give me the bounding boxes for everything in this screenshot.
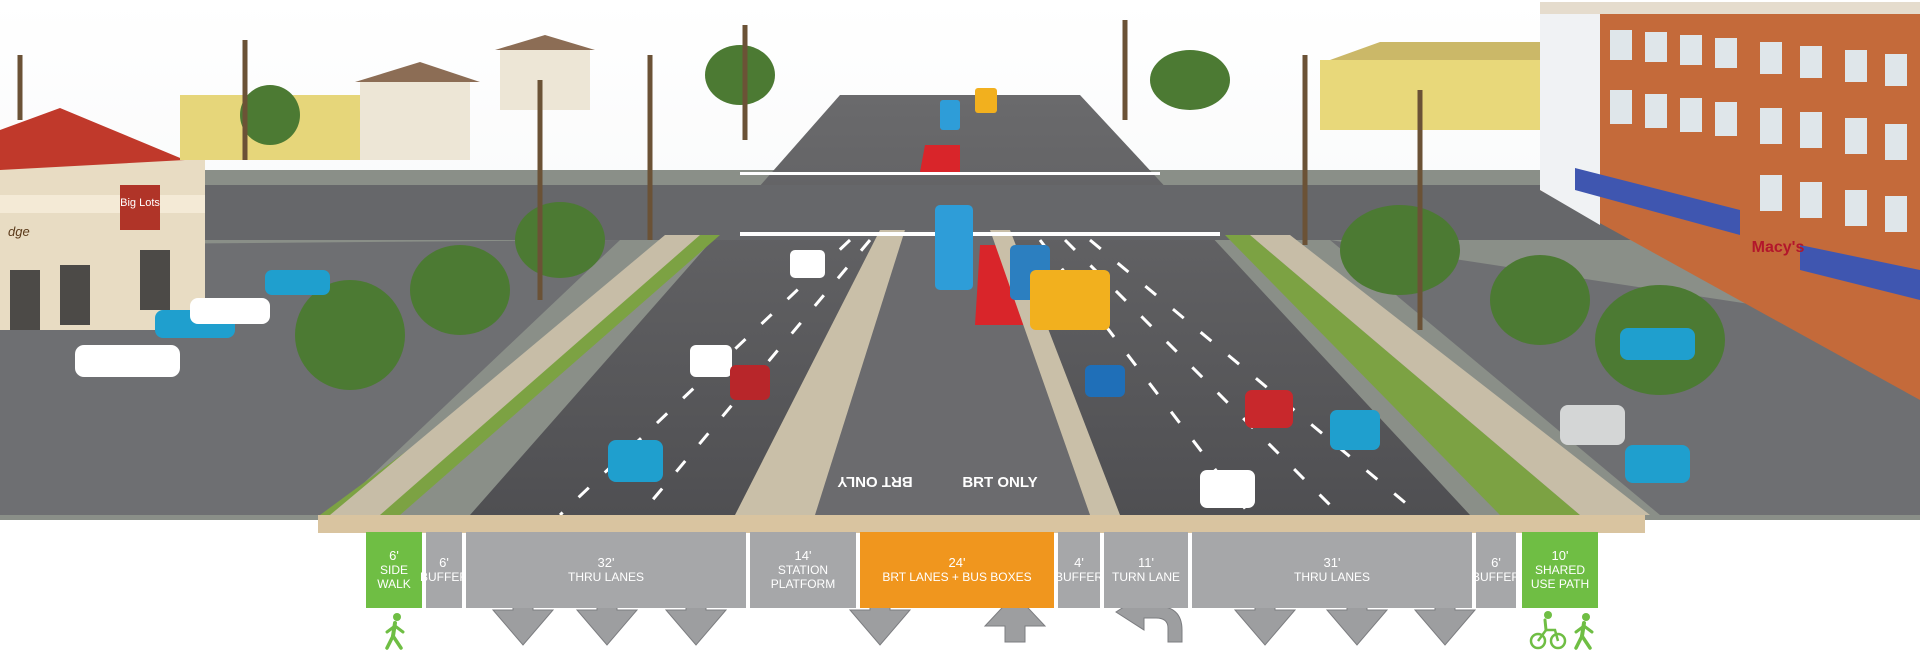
left-storefront: [0, 108, 205, 330]
segment-sidewalk: 6'SIDE WALK: [366, 532, 422, 608]
right-sidewalk: [1250, 235, 1650, 515]
brt-lane-surface: [815, 230, 1090, 515]
pedestrian-icon: [1574, 613, 1594, 650]
segment-buffer-left: 6'BUFFER: [420, 532, 468, 608]
segment-label: STATION PLATFORM: [770, 563, 836, 591]
up-arrow-icon: [983, 593, 1047, 643]
segment-thru-lanes-right: 31'THRU LANES: [1192, 532, 1472, 608]
crosswalk: [740, 172, 1220, 236]
center-buffer-surface: [990, 230, 1120, 515]
left-store-partial-sign: dge: [8, 224, 30, 239]
segment-label: THRU LANES: [1293, 570, 1370, 584]
segment-label: SHARED USE PATH: [1530, 563, 1590, 591]
segment-width: 31': [1323, 555, 1341, 570]
left-store-sign: Big Lots: [120, 197, 160, 209]
brt-only-marking-left: BRT ONLY: [837, 473, 912, 490]
segment-buffer-center: 4'BUFFER: [1055, 532, 1103, 608]
left-sidewalk: [330, 235, 700, 515]
segment-shared-use-path: 10'SHARED USE PATH: [1522, 532, 1598, 608]
right-store-sign: Macy's: [1752, 239, 1805, 256]
segment-label: THRU LANES: [567, 570, 644, 584]
right-grass-buffer: [1225, 235, 1580, 515]
segment-width: 10': [1551, 548, 1569, 563]
segment-buffer-right: 6'BUFFER: [1472, 532, 1520, 608]
lane-arrows: [385, 593, 1594, 650]
section-base: [318, 515, 1645, 533]
segment-width: 4': [1074, 555, 1084, 570]
segment-label: BRT LANES + BUS BOXES: [882, 570, 1032, 584]
segment-width: 11': [1138, 555, 1154, 570]
segment-label: BUFFER: [1472, 570, 1520, 584]
utility-poles: [17, 20, 1423, 330]
right-mixed-use-building: [1540, 2, 1920, 400]
street-trees: [240, 45, 1725, 395]
segment-width: 6': [389, 548, 399, 563]
distant-building-right: [1320, 60, 1550, 130]
segment-width: 14': [794, 548, 812, 563]
segment-label: BUFFER: [420, 570, 468, 584]
segment-station-platform: 14'STATION PLATFORM: [750, 532, 856, 608]
segment-thru-lanes-left: 32'THRU LANES: [466, 532, 746, 608]
segment-label: SIDE WALK: [377, 563, 411, 591]
vehicles: [75, 88, 1695, 508]
pedestrian-icon: [385, 613, 405, 650]
segment-width: 32': [597, 555, 615, 570]
segment-width: 6': [439, 555, 449, 570]
segment-label: TURN LANE: [1111, 570, 1180, 584]
segment-width: 6': [1491, 555, 1501, 570]
segment-brt-lanes: 24'BRT LANES + BUS BOXES: [860, 532, 1054, 608]
bicycle-icon: [1529, 611, 1567, 650]
bus-box-far: [920, 145, 960, 172]
segment-turn-lane: 11'TURN LANE: [1104, 532, 1188, 608]
segment-width: 24': [948, 555, 966, 570]
brt-only-marking-right: BRT ONLY: [962, 474, 1037, 491]
segment-label: BUFFER: [1055, 570, 1103, 584]
